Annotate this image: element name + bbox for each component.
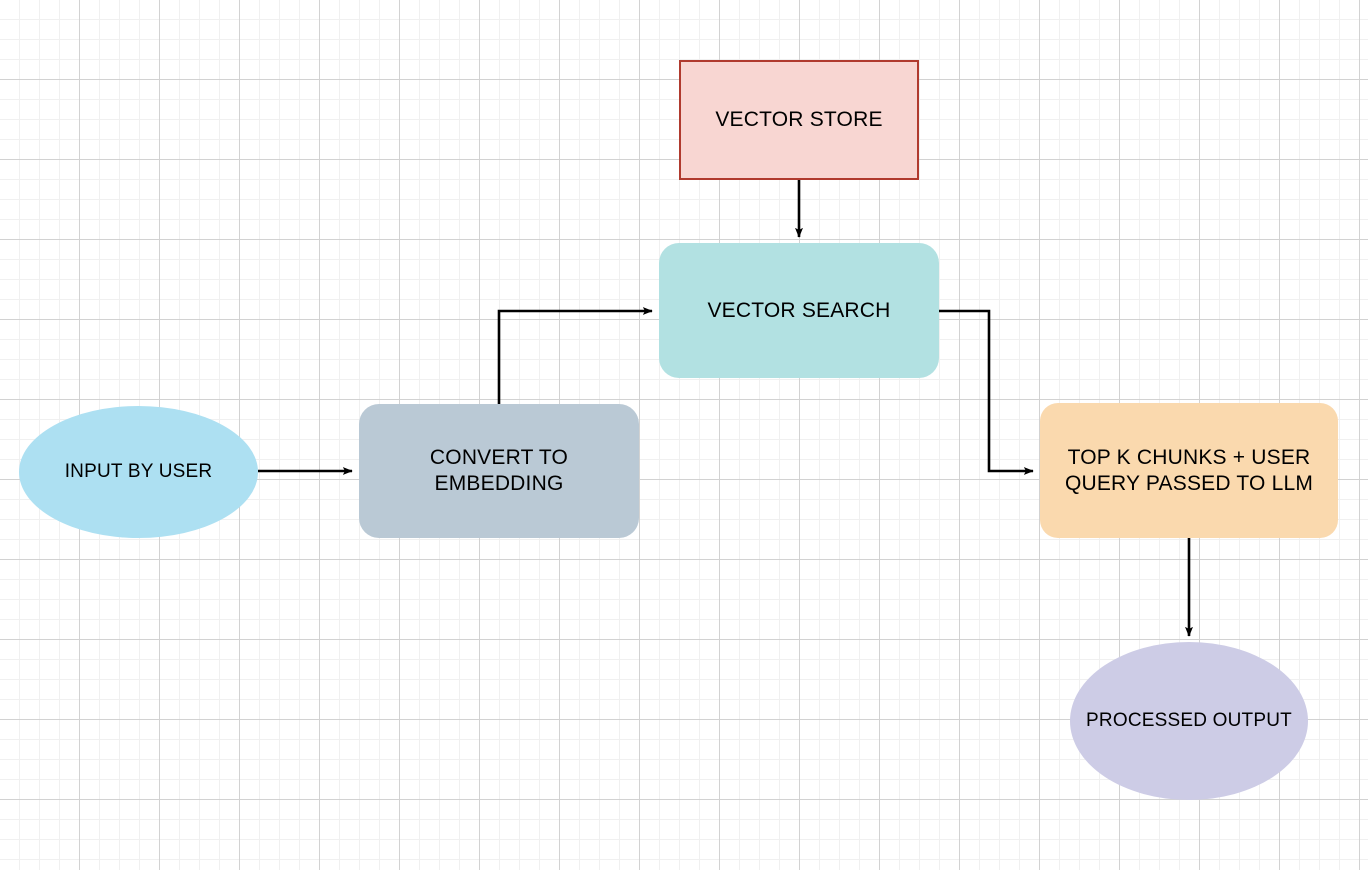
node-vector-search[interactable]: VECTOR SEARCH: [659, 243, 939, 378]
node-convert-to-embedding-label: CONVERT TO EMBEDDING: [429, 446, 569, 495]
edge-convert-to-search: [497, 307, 653, 404]
node-vector-store-label: VECTOR STORE: [715, 108, 883, 132]
node-top-k-chunks[interactable]: TOP K CHUNKS + USER QUERY PASSED TO LLM: [1040, 403, 1338, 538]
node-convert-to-embedding[interactable]: CONVERT TO EMBEDDING: [359, 404, 639, 538]
node-input-by-user-label: INPUT BY USER: [64, 461, 213, 483]
node-input-by-user[interactable]: INPUT BY USER: [19, 406, 258, 538]
edge-search-to-topk: [939, 309, 1034, 475]
node-processed-output[interactable]: PROCESSED OUTPUT: [1070, 642, 1308, 800]
node-top-k-chunks-label: TOP K CHUNKS + USER QUERY PASSED TO LLM: [1064, 445, 1314, 495]
node-vector-store[interactable]: VECTOR STORE: [679, 60, 919, 180]
node-processed-output-label: PROCESSED OUTPUT: [1086, 710, 1292, 732]
node-vector-search-label: VECTOR SEARCH: [707, 298, 891, 322]
